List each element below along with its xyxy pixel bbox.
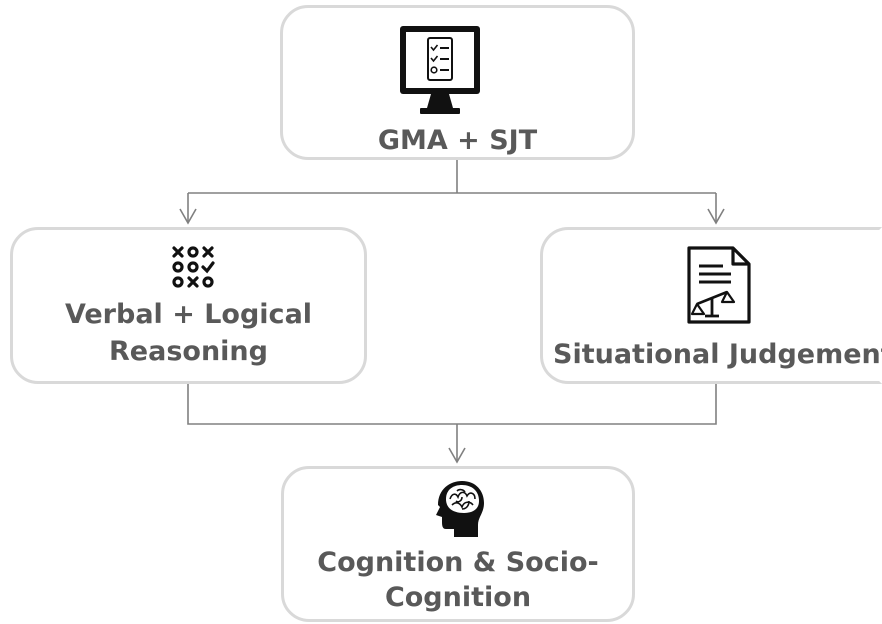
node-gma-sjt: GMA + SJT: [280, 5, 635, 160]
arrowhead-left: [179, 208, 197, 225]
connector-top-split: [188, 160, 716, 194]
arrowhead-right: [707, 208, 725, 225]
node-situational-judgement-label: Situational Judgement: [553, 339, 882, 370]
connector-merge: [187, 384, 717, 462]
node-cognition-socio-cognition-line2: Cognition: [384, 582, 532, 613]
node-gma-sjt-label: GMA + SJT: [377, 125, 538, 156]
arrowhead-bottom: [448, 447, 466, 464]
human-brain-head-icon: [436, 481, 484, 537]
tic-tac-toe-grid-icon: [172, 246, 215, 288]
node-cognition-socio-cognition-line1: Cognition & Socio-: [317, 547, 599, 578]
node-verbal-logical-reasoning-line2: Reasoning: [109, 336, 268, 367]
node-cognition-socio-cognition: Cognition & Socio- Cognition: [281, 466, 635, 622]
node-verbal-logical-reasoning: Verbal + Logical Reasoning: [10, 227, 367, 384]
node-verbal-logical-reasoning-line1: Verbal + Logical: [64, 299, 313, 330]
node-situational-judgement: Situational Judgement: [540, 227, 882, 384]
document-scales-icon: [687, 246, 751, 324]
computer-checklist-icon: [400, 26, 480, 114]
